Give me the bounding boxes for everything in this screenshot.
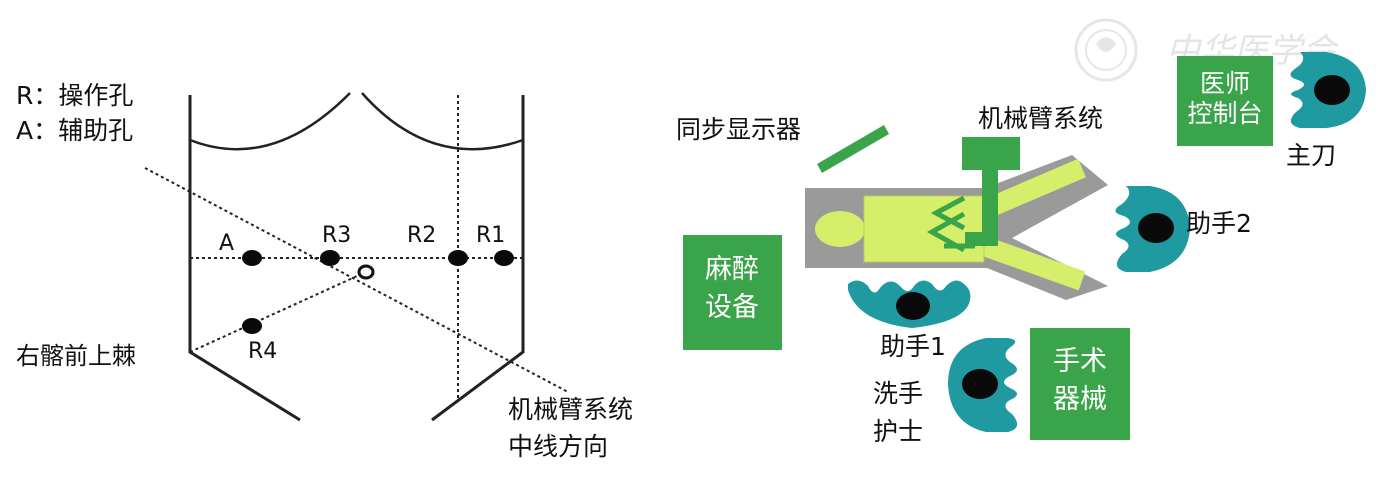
seal-icon	[1074, 18, 1138, 82]
port-r3-label: R3	[322, 223, 351, 248]
abdomen-right-wall	[431, 95, 525, 422]
port-r2-label: R2	[407, 223, 436, 248]
or-layout-diagram: 中华医学会 同步显示器 机械臂系统 医师 控制台	[676, 18, 1366, 446]
anesthesia-label-line2: 设备	[705, 292, 759, 323]
sync-monitor-shape	[817, 125, 889, 173]
scrub-nurse-label-line2: 护士	[873, 417, 923, 446]
port-r3	[320, 250, 340, 266]
surgeon-label: 主刀	[1286, 141, 1336, 170]
assistant2-figure	[1115, 186, 1190, 272]
assistant2-label: 助手2	[1186, 209, 1252, 238]
scrub-nurse-label-line1: 洗手	[873, 379, 923, 408]
rib-margin-right	[361, 92, 524, 151]
legend-operating-port: R：操作孔	[16, 81, 133, 110]
robot-axis-line	[144, 167, 569, 393]
rib-margin-left	[189, 92, 351, 151]
landmark-to-center-line	[189, 271, 367, 353]
anesthesia-label-line1: 麻醉	[705, 254, 759, 285]
port-r4	[242, 318, 262, 334]
legend-assist-port: A：辅助孔	[16, 116, 133, 145]
instruments-label-line2: 器械	[1053, 384, 1107, 415]
surgeon-figure	[1290, 52, 1366, 128]
port-placement-diagram: R：操作孔 A：辅助孔 A R3 R2 R1 R4 右髂前上棘 机械臂系统 中线…	[16, 81, 633, 461]
port-r1-label: R1	[476, 223, 505, 248]
port-r1	[494, 250, 514, 266]
sync-monitor-label: 同步显示器	[676, 115, 801, 144]
anesthesia-equipment	[683, 235, 782, 350]
robot-axis-label-line2: 中线方向	[508, 432, 608, 461]
landmark-label: 右髂前上棘	[16, 342, 136, 370]
port-r2	[448, 250, 468, 266]
surgeon-console	[1177, 56, 1273, 146]
target-center-ring	[357, 264, 375, 280]
surgeon-console-label-line1: 医师	[1200, 69, 1250, 98]
robot-arm-label: 机械臂系统	[978, 104, 1103, 133]
scrub-nurse-figure	[948, 338, 1018, 432]
port-a	[242, 250, 262, 266]
surgeon-console-label-line2: 控制台	[1187, 99, 1262, 128]
port-r4-label: R4	[248, 339, 277, 364]
assistant1-label: 助手1	[880, 332, 946, 361]
robot-arm	[926, 137, 1020, 253]
patient	[815, 158, 1086, 291]
robot-axis-label-line1: 机械臂系统	[508, 395, 633, 424]
instruments-label-line1: 手术	[1053, 346, 1107, 377]
assistant1-figure	[848, 280, 971, 328]
surgical-instruments	[1030, 328, 1130, 440]
port-a-label: A	[219, 231, 234, 256]
